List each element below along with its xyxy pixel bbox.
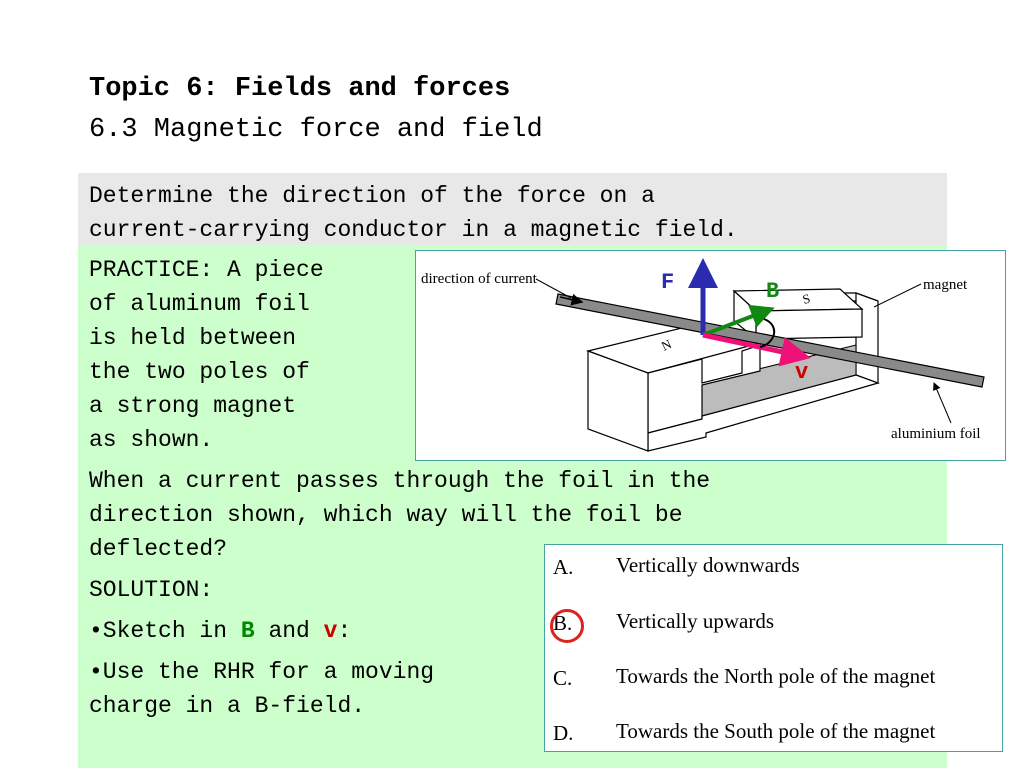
choice-d[interactable]: D. Towards the South pole of the magnet — [545, 713, 1002, 753]
bullet1-v: v — [323, 618, 338, 644]
objective-text: Determine the direction of the force on … — [89, 183, 738, 243]
choice-text: Vertically downwards — [616, 553, 800, 577]
choice-letter: B. — [550, 609, 584, 643]
south-pole-label: S — [801, 291, 812, 307]
choice-letter: C. — [553, 666, 573, 690]
vector-b-arrow — [702, 304, 775, 337]
bullet1-mid: and — [254, 618, 324, 644]
choice-text: Towards the North pole of the magnet — [616, 664, 936, 688]
choice-text: Towards the South pole of the magnet — [616, 719, 936, 743]
label-direction-of-current: direction of current — [421, 271, 538, 287]
choice-b[interactable]: B. Vertically upwards — [545, 603, 1002, 643]
current-arrow — [559, 293, 584, 306]
solution-bullet-rhr: •Use the RHR for a moving charge in a B-… — [89, 659, 435, 719]
vector-v-label: v — [795, 360, 808, 385]
label-magnet: magnet — [923, 277, 968, 293]
page-subtitle: 6.3 Magnetic force and field — [89, 115, 543, 145]
north-pole-left-side — [587, 350, 649, 452]
bullet1-prefix: •Sketch in — [89, 618, 241, 644]
choice-a[interactable]: A. Vertically downwards — [545, 547, 1002, 587]
vector-v-arrow — [702, 332, 811, 367]
vector-f-label: F — [661, 270, 674, 295]
leader-current — [535, 278, 572, 299]
vector-b-label: B — [766, 279, 779, 304]
choice-text: Vertically upwards — [616, 609, 775, 633]
practice-question: When a current passes through the foil i… — [89, 468, 711, 562]
diagram-svg: S N direction of current magnet aluminiu… — [421, 258, 985, 452]
magnet-base-front — [647, 374, 880, 452]
choice-letter: A. — [553, 555, 574, 579]
choice-c[interactable]: C. Towards the North pole of the magnet — [545, 658, 1002, 698]
page-title: Topic 6: Fields and forces — [89, 74, 511, 104]
solution-label: SOLUTION: — [89, 577, 214, 603]
answer-circle-mark — [550, 609, 584, 643]
bullet1-suffix: : — [337, 618, 352, 644]
answer-choices: A. Vertically downwards B. Vertically up… — [544, 544, 1003, 752]
magnet-foil-diagram: S N direction of current magnet aluminiu… — [415, 250, 1006, 461]
practice-prompt: PRACTICE: A piece of aluminum foil is he… — [89, 257, 324, 453]
rotation-arc — [759, 318, 775, 348]
leader-magnet — [873, 283, 922, 308]
choice-letter: D. — [553, 721, 574, 745]
leader-foil — [933, 382, 952, 424]
label-aluminium-foil: aluminium foil — [891, 426, 981, 442]
objective-box: Determine the direction of the force on … — [78, 173, 947, 245]
solution-bullet-sketch: •Sketch in B and v: — [89, 614, 351, 648]
bullet1-b: B — [240, 618, 255, 644]
